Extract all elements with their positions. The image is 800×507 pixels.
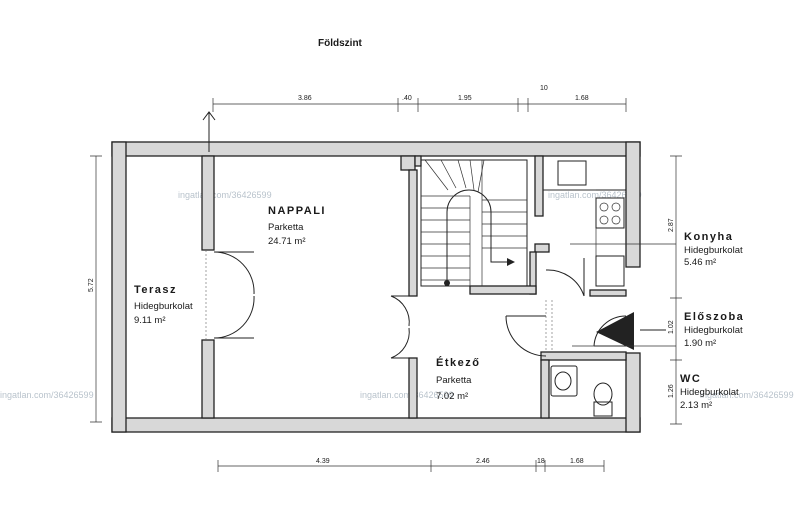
room-name: Étkező (436, 356, 480, 369)
room-area: 5.46 m² (684, 257, 716, 268)
dim-top-4: 10 (540, 85, 548, 92)
dim-top-2: .40 (402, 95, 412, 102)
dim-bottom-3: 18 (537, 458, 545, 465)
room-area: 24.71 m² (268, 236, 306, 247)
outer-walls (111, 141, 641, 433)
dim-left: 5.72 (88, 278, 95, 292)
room-surface: Hidegburkolat (684, 325, 743, 336)
dimensions-top: 3.86 .40 1.95 10 1.68 (202, 85, 627, 152)
leader-lines (570, 243, 676, 347)
doors (205, 250, 666, 359)
dimensions-right: 2.87 1.02 1.26 (668, 155, 682, 425)
plan-title: Földszint (318, 38, 363, 49)
dim-bottom-4: 1.68 (570, 458, 584, 465)
room-name: Előszoba (684, 311, 744, 323)
dim-right-3: 1.26 (668, 384, 675, 398)
dim-top-1: 3.86 (298, 95, 312, 102)
room-surface: Hidegburkolat (680, 387, 739, 398)
dim-top-3: 1.95 (458, 95, 472, 102)
dimensions-left: 5.72 (88, 155, 102, 423)
kitchen-fixtures (542, 155, 627, 287)
room-surface: Parketta (436, 375, 472, 386)
room-area: 9.11 m² (134, 315, 166, 326)
room-name: Terasz (134, 284, 177, 296)
watermark: ingatlan.com/36426599 (178, 190, 272, 200)
room-surface: Hidegburkolat (134, 301, 193, 312)
room-etkezo: Étkező Parketta 7.02 m² (436, 356, 480, 402)
room-konyha: Konyha Hidegburkolat 5.46 m² (684, 231, 743, 268)
room-area: 2.13 m² (680, 400, 712, 411)
room-name: Konyha (684, 231, 733, 243)
room-area: 7.02 m² (436, 391, 468, 402)
watermark: ingatlan.com/36426599 (700, 390, 794, 400)
watermark: ingatlan.com/36426599 (548, 190, 642, 200)
dim-right-1: 2.87 (668, 218, 675, 232)
room-name: NAPPALI (268, 205, 326, 217)
room-nappali: NAPPALI Parketta 24.71 m² (268, 205, 326, 247)
room-area: 1.90 m² (684, 338, 716, 349)
dim-bottom-1: 4.39 (316, 458, 330, 465)
dim-bottom-2: 2.46 (476, 458, 490, 465)
dimensions-bottom: 4.39 2.46 18 1.68 (217, 458, 605, 472)
room-wc: WC Hidegburkolat 2.13 m² (680, 373, 739, 411)
staircase (420, 159, 528, 287)
room-surface: Parketta (268, 222, 304, 233)
room-name: WC (680, 373, 701, 385)
watermark: ingatlan.com/36426599 (360, 390, 454, 400)
room-surface: Hidegburkolat (684, 245, 743, 256)
room-eloszoba: Előszoba Hidegburkolat 1.90 m² (684, 311, 744, 349)
dim-right-2: 1.02 (668, 320, 675, 334)
room-terasz: Terasz Hidegburkolat 9.11 m² (134, 284, 193, 326)
dim-top-5: 1.68 (575, 95, 589, 102)
wc-fixtures (550, 365, 613, 417)
watermark: ingatlan.com/36426599 (0, 390, 94, 400)
